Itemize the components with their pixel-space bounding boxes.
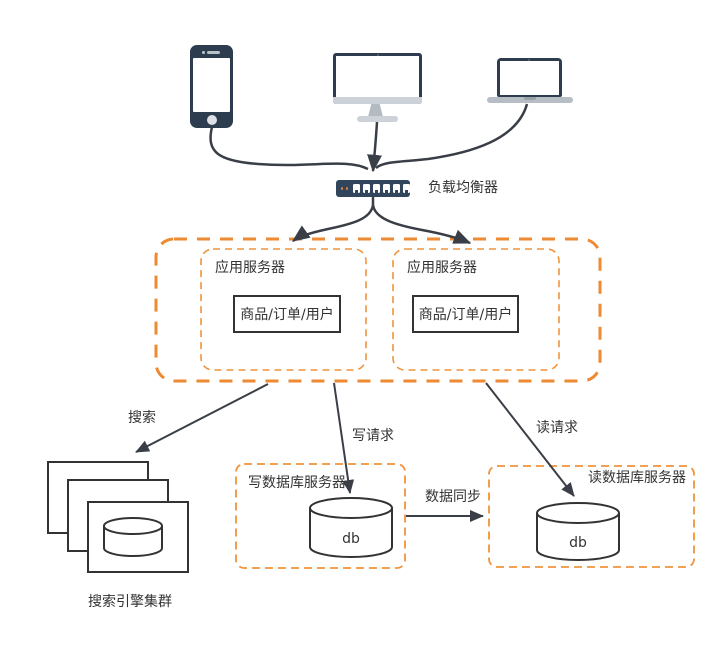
read-db-box [488,465,695,568]
write-db-cylinder-body [309,508,393,558]
phone-home-button [206,115,217,125]
port-icon [392,184,400,193]
read-db-title: 读数据库服务器 [588,470,686,486]
app-server-2-title: 应用服务器 [407,260,477,276]
switch-led [341,187,343,190]
lb-to-app2-arrow [371,204,472,245]
laptop-to-lb-cable [375,103,529,170]
write-edge-label: 写请求 [352,428,394,444]
port-icon [352,184,360,193]
switch-led [345,187,348,190]
app-cluster-container [154,237,602,383]
read-edge-label: 读请求 [536,420,578,436]
app-server-1-title: 应用服务器 [215,260,285,276]
read-db-cylinder-icon [536,502,620,561]
app-server-2-module-box: 商品/订单/用户 [412,295,519,333]
search-cluster-title: 搜索引擎集群 [88,594,172,610]
laptop-camera-dot [528,59,530,61]
read-db-cylinder-top [536,502,620,524]
search-arrow [135,383,269,453]
write-db-cylinder-icon [309,497,393,558]
write-db-title: 写数据库服务器 [248,475,346,491]
monitor-stand-neck [368,104,383,117]
port-icon [372,184,380,193]
phone-to-lb-cable [209,126,369,171]
lb-to-app1-arrow [291,204,375,243]
monitor-chin [333,97,422,104]
phone-speaker [207,51,220,54]
laptop-base-notch [524,97,536,100]
read-db-label: db [569,535,587,551]
phone-screen [193,58,230,112]
monitor-camera-dot [376,54,379,56]
read-request-arrow [485,382,575,497]
port-icon [382,184,390,193]
search-edge-label: 搜索 [128,410,156,426]
read-db-cylinder-body [536,513,620,561]
app-server-1-module-box: 商品/订单/用户 [233,295,341,333]
port-icon [362,184,370,193]
phone-speaker-dot [202,51,205,54]
load-balancer-icon [336,180,410,197]
write-db-label: db [342,531,360,547]
app-server-2-module-label: 商品/订单/用户 [418,307,513,323]
app-server-1-module-label: 商品/订单/用户 [240,307,334,323]
laptop-base [487,97,573,103]
write-db-box [235,463,406,569]
monitor-screen [336,56,419,97]
write-db-cylinder-top [309,497,393,519]
smartphone-icon [190,45,233,128]
laptop-screen [500,61,559,95]
write-request-arrow [333,382,355,494]
sync-edge-label: 数据同步 [425,489,481,505]
desktop-to-lb-arrow [367,121,383,173]
desktop-computer-icon [333,53,422,104]
app-server-2-box [392,248,560,371]
cluster-db-cylinder-top [103,517,163,535]
search-cluster-icon [47,461,189,573]
load-balancer-label: 负载均衡器 [428,180,498,196]
app-server-1-box [200,248,367,371]
port-icon [402,184,410,193]
monitor-stand-base [357,116,398,122]
laptop-icon [497,58,562,97]
switch-ports [352,184,410,193]
